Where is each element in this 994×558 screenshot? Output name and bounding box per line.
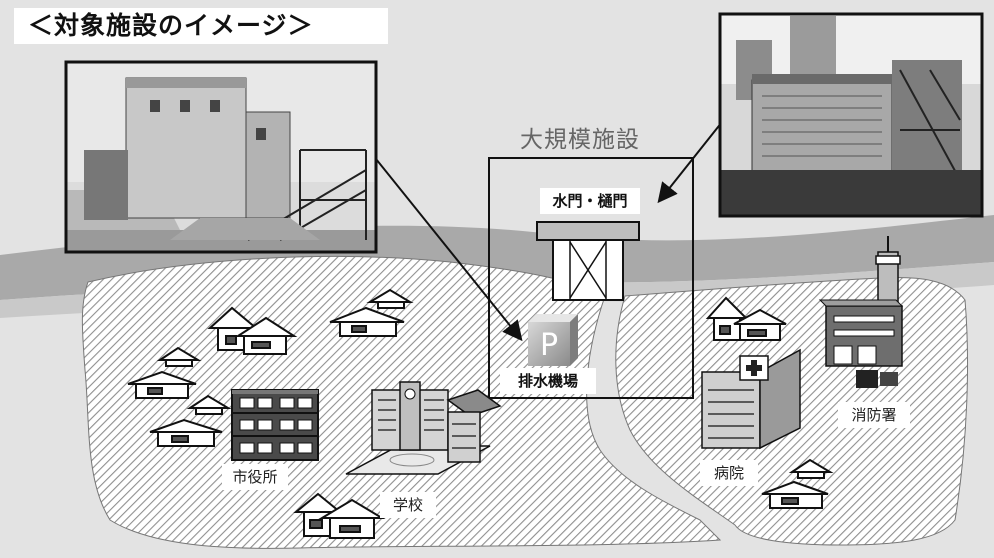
house-icon xyxy=(207,306,298,355)
pump-station-label: 排水機場 xyxy=(500,368,596,394)
hospital-building xyxy=(701,348,801,450)
hospital-label: 病院 xyxy=(700,460,758,486)
fire-station-label: 消防署 xyxy=(838,402,910,428)
city-hall-label: 市役所 xyxy=(222,464,288,490)
school-label: 学校 xyxy=(380,492,436,518)
large-facility-frame xyxy=(488,157,694,399)
page-title: ＜対象施設のイメージ＞ xyxy=(14,8,388,44)
house-icon xyxy=(705,296,787,341)
arrow-to-pump-station xyxy=(371,153,523,342)
city-hall-building xyxy=(231,389,319,461)
sluice-gate-photo xyxy=(718,12,984,218)
school-building xyxy=(345,381,502,475)
large-facility-label: 大規模施設 xyxy=(520,127,640,153)
house-icon xyxy=(127,346,202,399)
house-icon xyxy=(149,394,232,447)
house-icon xyxy=(761,458,834,509)
svg-text:P: P xyxy=(540,328,558,363)
arrow-to-sluice-gate xyxy=(657,121,723,204)
sluice-gate-label: 水門・樋門 xyxy=(540,188,640,214)
fire-station-building xyxy=(818,236,904,388)
pump-station-icon: P xyxy=(528,314,578,366)
house-icon xyxy=(293,492,386,539)
house-icon xyxy=(329,288,414,337)
pump-station-photo xyxy=(64,60,378,254)
sluice-gate-icon xyxy=(536,221,640,301)
